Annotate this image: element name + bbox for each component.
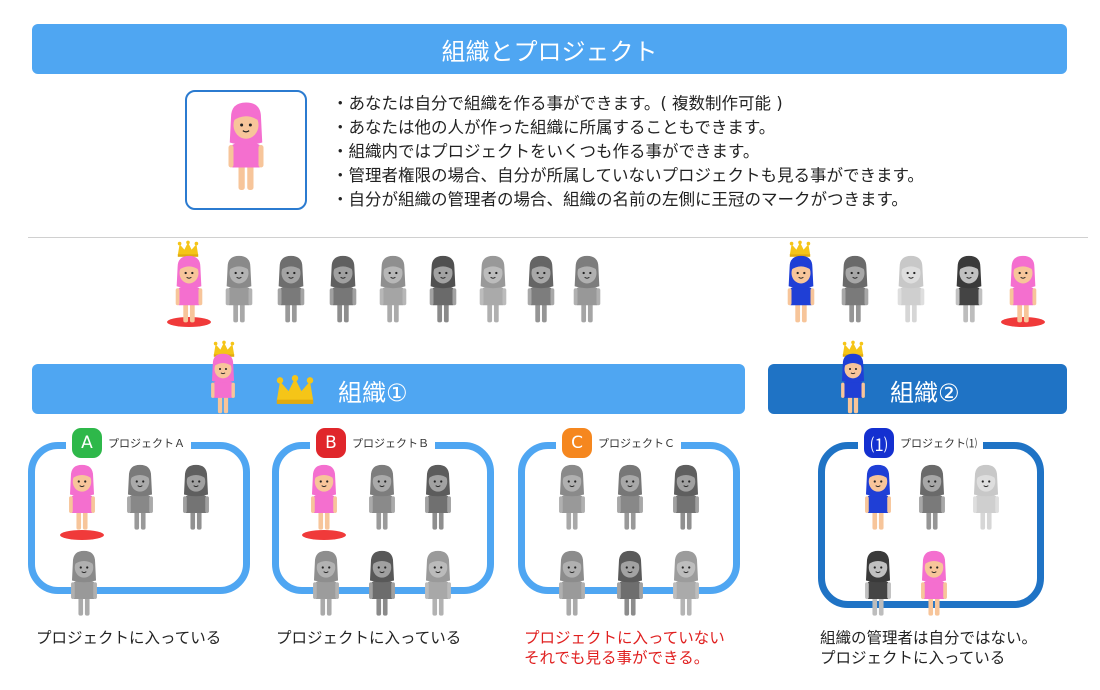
self-avatar-box	[185, 90, 307, 210]
caption-line: プロジェクトに入っている	[820, 649, 1006, 667]
project-c-badge: C	[562, 428, 592, 458]
member-person-icon	[272, 254, 310, 330]
crown-icon	[272, 375, 318, 405]
info-item: ・管理者権限の場合、自分が所属していないプロジェクトも見る事ができます。	[332, 166, 924, 185]
caption-line: それでも見る事ができる。	[524, 649, 710, 667]
member-person-icon	[121, 463, 159, 537]
member-person-icon	[374, 254, 412, 330]
project-1-badge: ⑴	[864, 428, 894, 458]
member-person-icon	[568, 254, 606, 330]
member-person-icon	[419, 549, 457, 623]
project-b-caption: プロジェクトに入っている	[276, 628, 461, 648]
org2-members	[778, 240, 1058, 332]
project-b-frame[interactable]	[272, 442, 494, 594]
project-1-caption: 組織の管理者は自分ではない。 プロジェクトに入っている	[820, 628, 1037, 668]
project-1-name: プロジェクト⑴	[900, 437, 977, 450]
caption-line: プロジェクトに入っていない	[524, 629, 725, 647]
project-c-name: プロジェクトＣ	[598, 437, 675, 450]
admin-person-icon	[782, 254, 820, 330]
self-person-icon	[1004, 254, 1042, 330]
member-person-icon	[324, 254, 362, 330]
self-person-icon	[63, 463, 101, 537]
member-person-icon	[836, 254, 874, 330]
project-a-name: プロジェクトＡ	[108, 437, 185, 450]
member-person-icon	[950, 254, 988, 330]
caption-line: 組織の管理者は自分ではない。	[820, 629, 1038, 647]
project-b-tag: B プロジェクトＢ	[310, 428, 435, 458]
project-a-frame[interactable]	[28, 442, 250, 594]
project-a-badge: A	[72, 428, 102, 458]
member-person-icon	[611, 463, 649, 537]
org2-label: 組織②	[890, 379, 960, 407]
member-person-icon	[892, 254, 930, 330]
org1-admin-icon	[205, 352, 241, 420]
page-title: 組織とプロジェクト	[441, 37, 658, 66]
project-c-frame[interactable]	[518, 442, 740, 594]
info-item: ・組織内ではプロジェクトをいくつも作る事ができます。	[332, 142, 760, 161]
self-highlight-icon	[1001, 317, 1045, 327]
info-item: ・あなたは他の人が作った組織に所属することもできます。	[332, 118, 776, 137]
info-item: ・あなたは自分で組織を作る事ができます。( 複数制作可能 )	[332, 94, 783, 113]
org2-banner[interactable]: 組織②	[768, 364, 1067, 414]
org1-banner[interactable]: 組織①	[32, 364, 745, 414]
project-c-tag: C プロジェクトＣ	[556, 428, 681, 458]
member-person-icon	[65, 549, 103, 623]
member-person-icon	[667, 463, 705, 537]
self-highlight-icon	[302, 530, 346, 540]
self-person-icon	[915, 549, 953, 623]
member-person-icon	[307, 549, 345, 623]
org1-members	[166, 240, 616, 332]
caption-line: プロジェクトに入っている	[276, 629, 462, 647]
member-person-icon	[553, 463, 591, 537]
org2-admin-icon	[835, 352, 871, 420]
self-highlight-icon	[167, 317, 211, 327]
member-person-icon	[522, 254, 560, 330]
self-person-icon	[170, 254, 208, 330]
member-person-icon	[363, 549, 401, 623]
member-person-icon	[424, 254, 462, 330]
member-person-icon	[553, 549, 591, 623]
project-a-caption: プロジェクトに入っている	[36, 628, 221, 648]
org1-label: 組織①	[338, 379, 408, 407]
member-person-icon	[363, 463, 401, 537]
divider	[28, 237, 1088, 238]
member-person-icon	[177, 463, 215, 537]
project-a-tag: A プロジェクトＡ	[66, 428, 191, 458]
caption-line: プロジェクトに入っている	[36, 629, 222, 647]
project-b-badge: B	[316, 428, 346, 458]
project-1-frame[interactable]	[818, 442, 1044, 608]
self-highlight-icon	[60, 530, 104, 540]
member-person-icon	[859, 549, 897, 623]
member-person-icon	[611, 549, 649, 623]
self-person-icon	[305, 463, 343, 537]
project-b-name: プロジェクトＢ	[352, 437, 429, 450]
member-person-icon	[667, 549, 705, 623]
member-person-icon	[913, 463, 951, 537]
member-person-icon	[220, 254, 258, 330]
project-c-caption: プロジェクトに入っていない それでも見る事ができる。	[524, 628, 725, 668]
member-person-icon	[419, 463, 457, 537]
member-person-icon	[474, 254, 512, 330]
member-person-icon	[967, 463, 1005, 537]
title-banner: 組織とプロジェクト	[32, 24, 1067, 74]
info-item: ・自分が組織の管理者の場合、組織の名前の左側に王冠のマークがつきます。	[332, 190, 908, 209]
project-1-tag: ⑴ プロジェクト⑴	[858, 428, 983, 458]
admin-person-icon	[859, 463, 897, 537]
info-list: ・あなたは自分で組織を作る事ができます。( 複数制作可能 ) ・あなたは他の人が…	[332, 92, 1052, 212]
self-avatar-icon	[211, 100, 281, 200]
